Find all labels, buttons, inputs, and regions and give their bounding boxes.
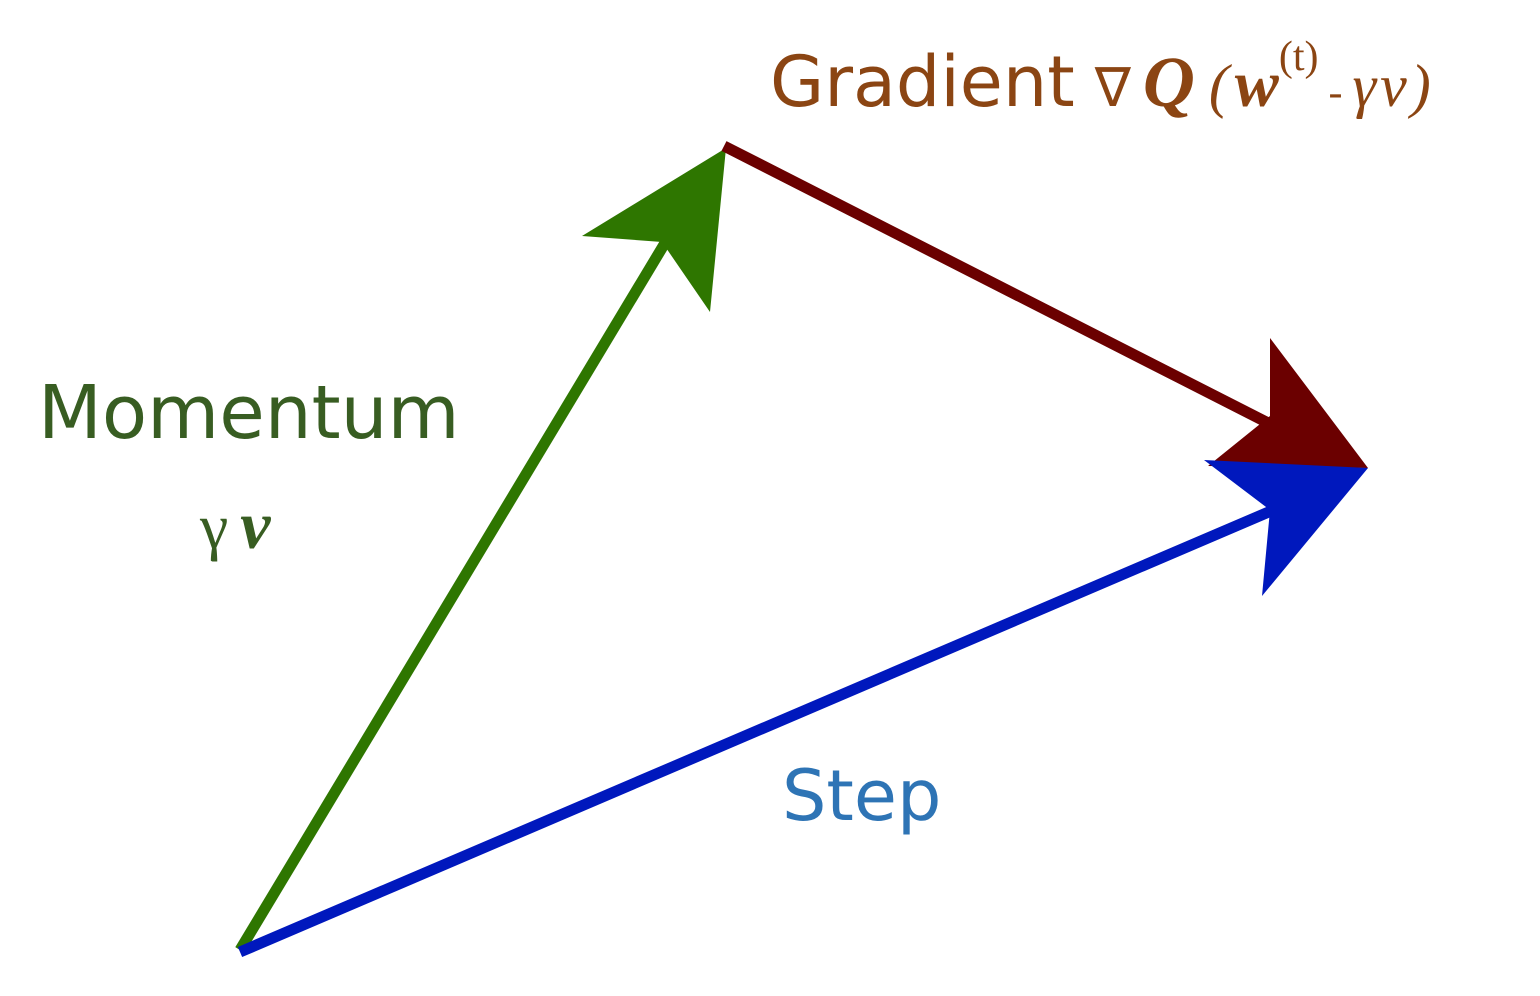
momentum-gamma-symbol: γ	[199, 491, 228, 562]
momentum-arrow-head	[582, 148, 726, 312]
gradient-arrow	[721, 141, 1368, 468]
v-symbol: v	[1380, 53, 1407, 119]
step-arrow-shaft	[237, 502, 1281, 958]
momentum-label: Momentum γ v	[38, 370, 460, 563]
w-symbol: w	[1235, 48, 1280, 121]
gradient-arrow-shaft	[721, 141, 1281, 433]
nabla-symbol: ∇	[1094, 58, 1132, 118]
open-paren: (	[1209, 53, 1233, 119]
gradient-label: Gradient ∇ Q ( w (t) - γ v )	[770, 34, 1431, 123]
step-arrow	[237, 460, 1368, 958]
gradient-arrow-head	[1208, 338, 1368, 468]
superscript-t: (t)	[1279, 34, 1319, 80]
step-word: Step	[782, 755, 941, 837]
minus-sign: -	[1328, 70, 1342, 116]
momentum-v-symbol: v	[240, 487, 271, 563]
svg-text:Gradient ∇ Q: Gradient ∇ Q ( w (t) - γ v )	[770, 34, 1431, 123]
close-paren: )	[1408, 53, 1431, 119]
gamma-symbol: γ	[1352, 53, 1377, 119]
momentum-arrow	[235, 148, 726, 953]
q-symbol: Q	[1143, 42, 1195, 122]
momentum-word: Momentum	[38, 370, 460, 456]
step-label: Step	[782, 755, 941, 837]
step-arrow-head	[1204, 460, 1368, 596]
gradient-word: Gradient	[770, 41, 1075, 123]
svg-text:γ v: γ v	[199, 487, 271, 563]
momentum-arrow-shaft	[235, 235, 673, 953]
